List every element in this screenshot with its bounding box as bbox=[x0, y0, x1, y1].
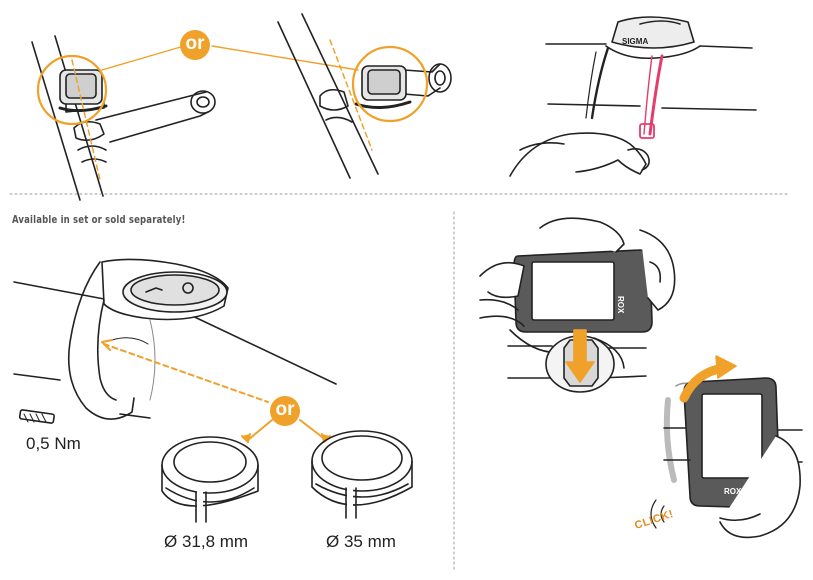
ring-large-label: Ø 35 mm bbox=[326, 532, 396, 551]
mount-brand-logo: SIGMA bbox=[622, 37, 648, 46]
ring-small-label: Ø 31,8 mm bbox=[164, 532, 249, 551]
panel-strap-mount bbox=[509, 16, 757, 177]
panel-stem-mount bbox=[31, 35, 216, 201]
device-name-lower: ROX bbox=[724, 487, 742, 496]
or-badge-top: or bbox=[180, 30, 210, 60]
device-name-upper: ROX bbox=[616, 296, 625, 314]
panel-handlebar-mount bbox=[277, 13, 452, 179]
spacer-ring-large bbox=[311, 430, 413, 521]
availability-note: Available in set or sold separately! bbox=[12, 213, 186, 226]
torque-label: 0,5 Nm bbox=[26, 434, 81, 453]
or-badge-middle: or bbox=[270, 396, 300, 426]
panel-device-attach bbox=[479, 217, 803, 539]
spacer-ring-small bbox=[161, 436, 259, 525]
panel-outfront-mount bbox=[13, 258, 337, 443]
